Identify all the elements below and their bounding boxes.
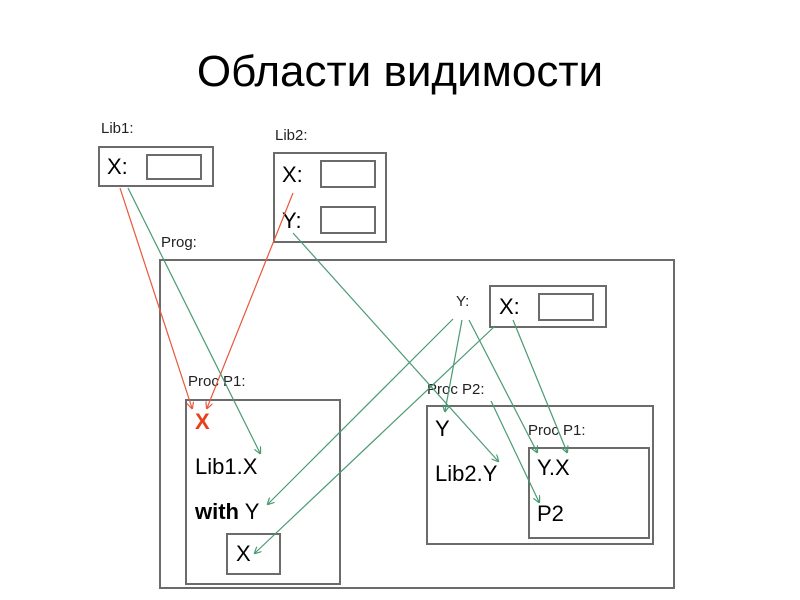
inner-proc-p1-p2: P2	[537, 501, 564, 526]
lib1-label: Lib1:	[101, 120, 134, 137]
prog-x-label: X:	[499, 294, 520, 319]
lib2-y-slot	[320, 206, 376, 234]
proc-p1-inner-x: X	[236, 541, 251, 566]
prog-x-box: X:	[489, 285, 607, 328]
lib2-label: Lib2:	[275, 127, 308, 144]
proc-p1-with-clause: with Y	[195, 499, 259, 525]
proc-p1-lib1x: Lib1.X	[195, 454, 258, 479]
inner-proc-p1-label: Proc P1:	[528, 422, 586, 439]
lib1-x-slot	[146, 154, 202, 180]
proc-p2-box: Y Lib2.Y Proc P1: Y.X P2	[426, 405, 654, 545]
with-target: Y	[244, 499, 260, 524]
proc-p1-box: X Lib1.X with Y X	[185, 399, 341, 585]
inner-proc-p1-yx: Y.X	[537, 455, 570, 480]
with-keyword: with	[195, 499, 239, 524]
lib1-x-label: X:	[107, 154, 128, 179]
slide-title: Области видимости	[196, 47, 604, 96]
proc-p1-inner-x-box: X	[226, 533, 281, 575]
lib2-x-slot	[320, 160, 376, 188]
proc-p1-label: Proc P1:	[188, 373, 246, 390]
proc-p2-lib2y: Lib2.Y	[435, 461, 498, 486]
lib2-x-label: X:	[282, 162, 303, 187]
proc-p2-label: Proc P2:	[427, 381, 485, 398]
lib1-box: X:	[98, 146, 214, 187]
lib2-y-label: Y:	[282, 208, 302, 233]
proc-p1-local-x: X	[195, 409, 210, 434]
prog-y-label: Y:	[456, 293, 470, 310]
lib2-box: X: Y:	[273, 152, 387, 243]
prog-x-slot	[538, 293, 594, 321]
inner-proc-p1-box: Y.X P2	[528, 447, 650, 539]
proc-p2-y: Y	[435, 416, 450, 441]
prog-label: Prog:	[161, 234, 197, 251]
